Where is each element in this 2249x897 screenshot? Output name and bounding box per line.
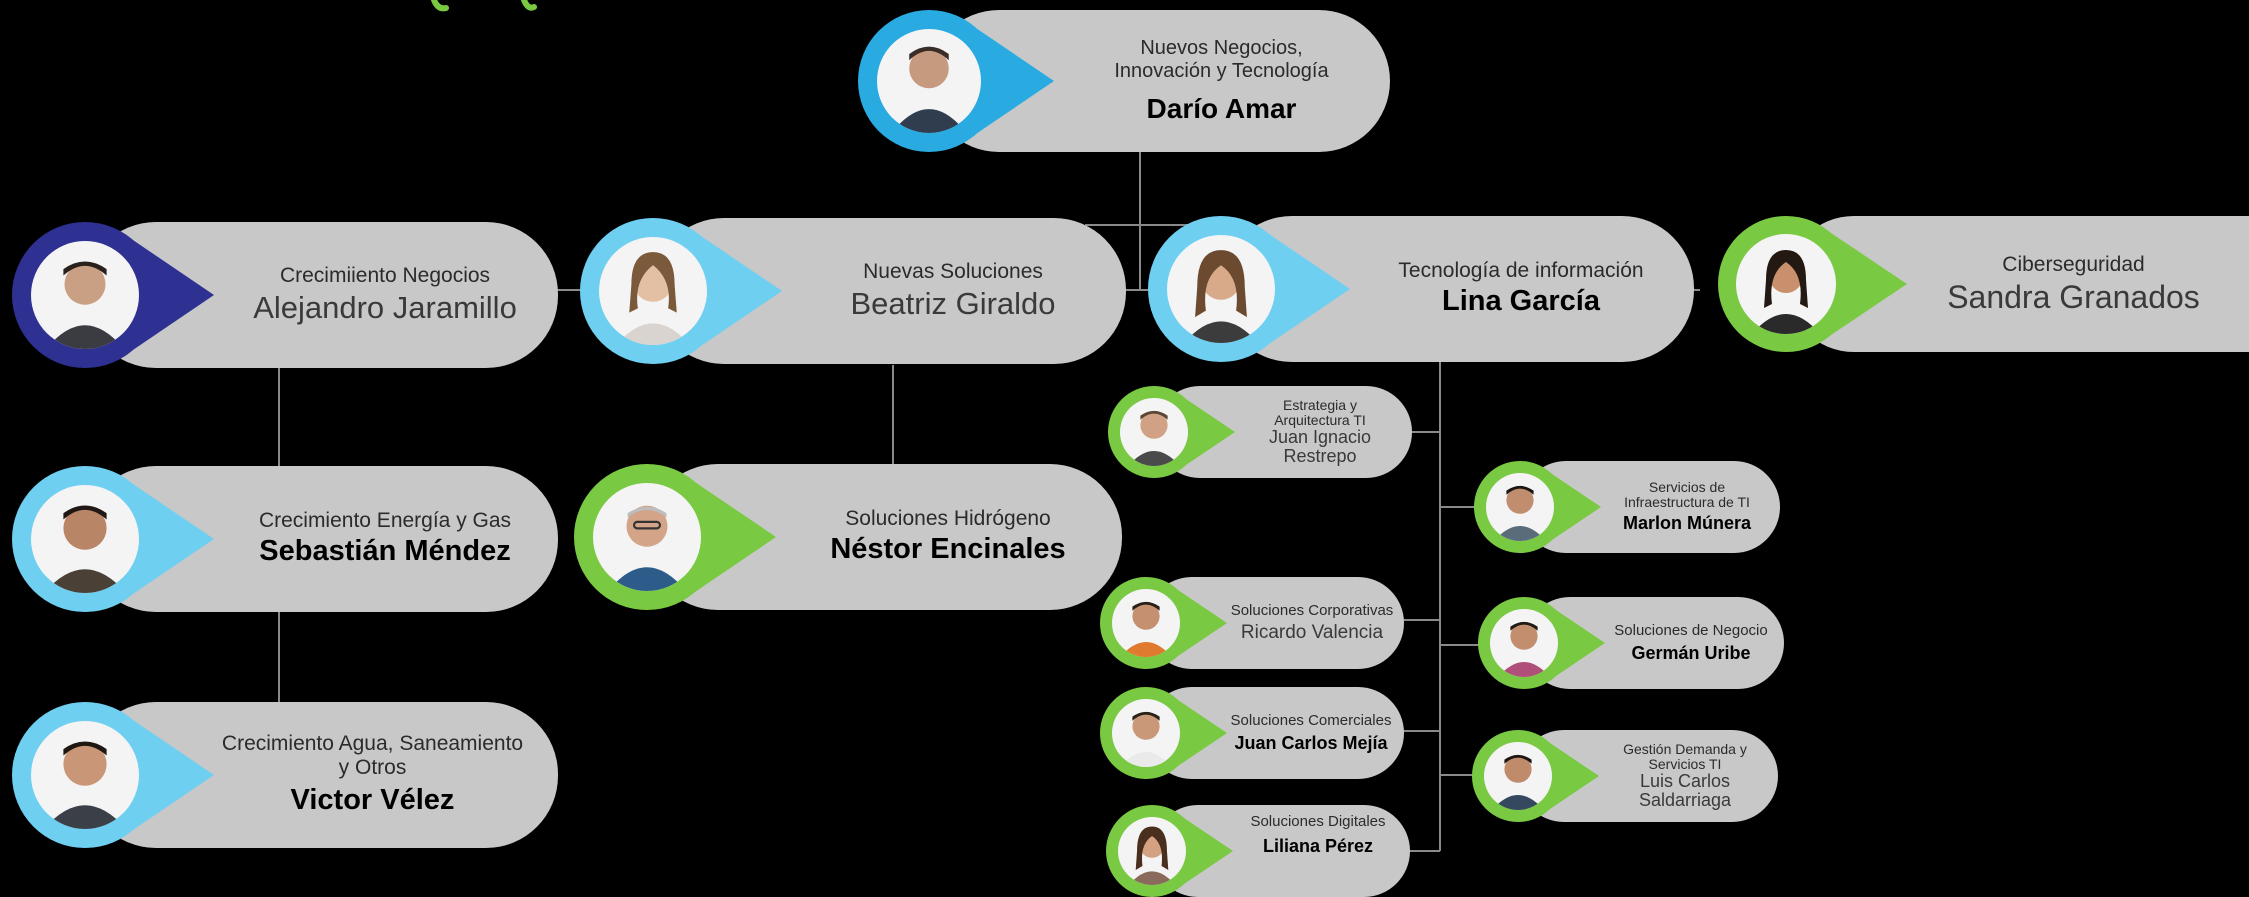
node-role: Nuevas Soluciones: [863, 260, 1043, 284]
node-role: Ciberseguridad: [2002, 252, 2145, 276]
node-name: Néstor Encinales: [830, 533, 1066, 566]
node-name: Victor Vélez: [290, 784, 455, 817]
node-nestor-encinales[interactable]: Soluciones Hidrógeno Néstor Encinales: [574, 464, 1122, 610]
node-role: Soluciones Corporativas: [1230, 602, 1394, 620]
portrait-photo: [1167, 235, 1275, 343]
node-juan-carlos-mejia[interactable]: Soluciones Comerciales Juan Carlos Mejía: [1100, 687, 1404, 779]
node-text: Nuevas Soluciones Beatriz Giraldo: [780, 218, 1126, 364]
node-text: Soluciones Comerciales Juan Carlos Mejía: [1224, 687, 1398, 779]
accent-pointer: [1550, 606, 1605, 680]
node-role: Crecimiento Agua, Saneamiento y Otros: [221, 732, 524, 780]
node-name: Juan Ignacio Restrepo: [1268, 426, 1372, 466]
portrait-photo: [1112, 589, 1180, 657]
accent-pointer: [1825, 229, 1907, 339]
node-role: Crecimiiento Negocios: [279, 264, 491, 288]
node-role: Gestión Demanda y Servicios TI: [1623, 741, 1747, 773]
portrait-photo: [1484, 742, 1552, 810]
portrait-photo: [31, 241, 139, 349]
accent-pointer: [127, 236, 214, 354]
node-dario-amar[interactable]: Nuevos Negocios, Innovación y Tecnología…: [858, 10, 1390, 152]
portrait-photo: [31, 721, 139, 829]
portrait-photo: [1118, 817, 1186, 885]
node-sandra-granados[interactable]: Ciberseguridad Sandra Granados: [1718, 216, 2249, 352]
node-alejandro-jaramillo[interactable]: Crecimiiento Negocios Alejandro Jaramill…: [12, 222, 558, 368]
node-text: Nuevos Negocios, Innovación y Tecnología…: [1053, 10, 1390, 152]
decorative-green-fragment: [431, 0, 537, 12]
node-name: Ricardo Valencia: [1240, 621, 1384, 643]
node-text: Servicios de Infraestructura de TI Marlo…: [1600, 461, 1774, 553]
node-text: Soluciones Corporativas Ricardo Valencia: [1226, 577, 1398, 669]
node-text: Tecnología de información Lina García: [1348, 216, 1694, 362]
node-name: Luis Carlos Saldarriaga: [1638, 770, 1732, 810]
node-text: Crecimiento Agua, Saneamiento y Otros Vi…: [187, 702, 558, 848]
node-liliana-perez[interactable]: Soluciones Digitales Liliana Pérez: [1106, 805, 1410, 897]
accent-pointer: [1172, 696, 1227, 770]
node-lina-garcia[interactable]: Tecnología de información Lina García: [1148, 216, 1694, 362]
node-name: Lina García: [1442, 285, 1600, 318]
portrait-photo: [1486, 473, 1554, 541]
accent-pointer: [970, 24, 1054, 138]
node-role: Soluciones Digitales: [1250, 813, 1386, 830]
node-text: Soluciones Hidrógeno Néstor Encinales: [774, 464, 1122, 610]
accent-pointer: [1546, 470, 1601, 544]
node-name: Beatriz Giraldo: [850, 286, 1056, 322]
portrait-photo: [1490, 609, 1558, 677]
node-name: Alejandro Jaramillo: [253, 290, 517, 326]
node-name: Marlon Múnera: [1622, 513, 1751, 534]
accent-pointer: [1178, 814, 1233, 888]
node-role: Soluciones de Negocio: [1614, 622, 1768, 640]
node-victor-velez[interactable]: Crecimiento Agua, Saneamiento y Otros Vi…: [12, 702, 558, 848]
node-text: Crecimiiento Negocios Alejandro Jaramill…: [212, 222, 558, 368]
node-text: Gestión Demanda y Servicios TI Luis Carl…: [1598, 730, 1772, 822]
node-text: Ciberseguridad Sandra Granados: [1908, 216, 2239, 352]
node-name: Germán Uribe: [1631, 643, 1751, 664]
node-role: Soluciones Comerciales: [1230, 712, 1392, 730]
node-german-uribe[interactable]: Soluciones de Negocio Germán Uribe: [1478, 597, 1784, 689]
node-role: Soluciones Hidrógeno: [845, 507, 1051, 531]
node-text: Soluciones Digitales Liliana Pérez: [1232, 805, 1404, 897]
portrait-photo: [31, 485, 139, 593]
node-role: Nuevos Negocios, Innovación y Tecnología: [1114, 36, 1329, 82]
node-name: Liliana Pérez: [1262, 836, 1374, 857]
accent-pointer: [695, 232, 782, 350]
node-text: Estrategia y Arquitectura TI Juan Ignaci…: [1234, 386, 1406, 478]
node-text: Soluciones de Negocio Germán Uribe: [1604, 597, 1778, 689]
node-beatriz-giraldo[interactable]: Nuevas Soluciones Beatriz Giraldo: [580, 218, 1126, 364]
node-marlon-munera[interactable]: Servicios de Infraestructura de TI Marlo…: [1474, 461, 1780, 553]
accent-pointer: [1172, 586, 1227, 660]
node-juan-ignacio-restrepo[interactable]: Estrategia y Arquitectura TI Juan Ignaci…: [1108, 386, 1412, 478]
node-role: Servicios de Infraestructura de TI: [1624, 478, 1750, 510]
node-name: Sandra Granados: [1947, 278, 2200, 315]
node-luis-carlos-saldarriaga[interactable]: Gestión Demanda y Servicios TI Luis Carl…: [1472, 730, 1778, 822]
node-role: Estrategia y Arquitectura TI: [1274, 397, 1366, 429]
accent-pointer: [1544, 739, 1599, 813]
accent-pointer: [1180, 395, 1235, 469]
node-sebastian-mendez[interactable]: Crecimiento Energía y Gas Sebastián Ménd…: [12, 466, 558, 612]
portrait-photo: [877, 29, 981, 133]
node-ricardo-valencia[interactable]: Soluciones Corporativas Ricardo Valencia: [1100, 577, 1404, 669]
portrait-photo: [1120, 398, 1188, 466]
node-name: Sebastián Méndez: [259, 535, 511, 568]
node-text: Crecimiento Energía y Gas Sebastián Ménd…: [212, 466, 558, 612]
node-name: Juan Carlos Mejía: [1234, 733, 1388, 754]
accent-pointer: [127, 716, 214, 834]
portrait-photo: [599, 237, 707, 345]
node-role: Crecimiento Energía y Gas: [258, 509, 512, 533]
accent-pointer: [1263, 230, 1350, 348]
portrait-photo: [1112, 699, 1180, 767]
accent-pointer: [127, 480, 214, 598]
portrait-photo: [1736, 234, 1836, 334]
node-role: Tecnología de información: [1398, 259, 1644, 283]
portrait-photo: [593, 483, 701, 591]
accent-pointer: [689, 478, 776, 596]
node-name: Darío Amar: [1146, 92, 1297, 124]
